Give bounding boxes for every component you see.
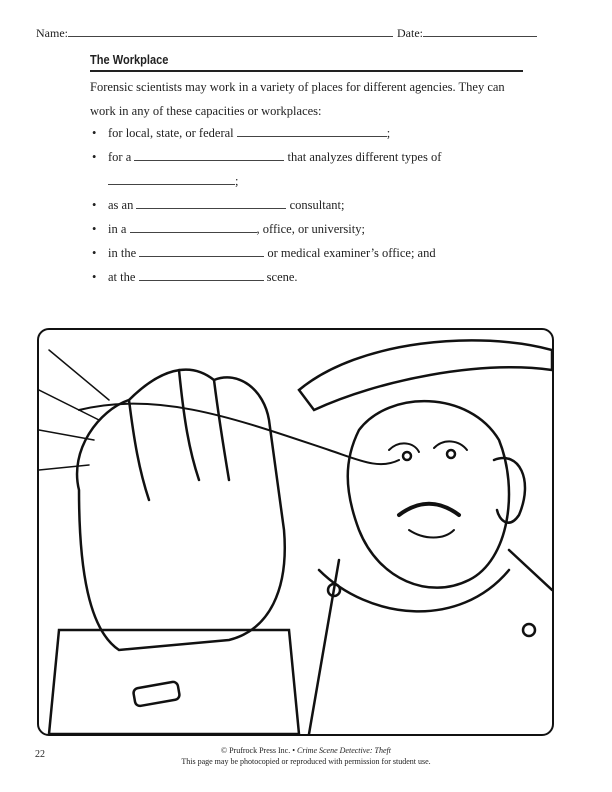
item-text: , office, or university; [256,222,365,236]
item-text: at the [108,270,136,284]
item-text: ; [235,174,239,188]
bullet: • [92,150,97,164]
name-label: Name: [36,26,68,40]
item-text: in a [108,222,127,236]
list-item: in the or medical examiner’s office; and [108,246,436,261]
answer-blank[interactable] [139,246,265,257]
item-text: for a [108,150,132,164]
hat-brim [297,339,552,412]
copyright-line: © Prufrock Press Inc. • Crime Scene Dete… [0,746,612,755]
item-text: in the [108,246,137,260]
book-title: Crime Scene Detective: Theft [297,746,391,755]
copyright: © Prufrock Press Inc. • [221,746,295,755]
answer-blank[interactable] [136,198,287,209]
item-text: or medical examiner’s office; and [267,246,436,260]
list-item-continued: ; [108,174,238,189]
item-text: consultant; [289,198,345,212]
date-field[interactable]: Date: [397,26,537,41]
bullet-casing [132,680,181,708]
list-item: in a , office, or university; [108,222,365,237]
title-rule [90,70,523,72]
bullet: • [92,246,97,260]
item-text: ; [386,126,391,140]
detective-illustration [39,339,552,734]
eyes [388,440,468,453]
item-text: for local, state, or federal [108,126,234,140]
bullet: • [92,222,97,236]
list-item: for a that analyzes different types of [108,150,441,165]
head [346,400,511,589]
bullet: • [92,198,97,212]
date-label: Date: [397,26,423,40]
mustache [397,501,461,517]
item-text: as an [108,198,134,212]
list-item: as an consultant; [108,198,344,213]
ear [492,456,527,524]
sleeve [47,628,301,734]
name-field[interactable]: Name: [36,26,393,41]
bullet: • [92,270,97,284]
answer-blank[interactable] [129,222,257,233]
list-item: for local, state, or federal ; [108,126,390,141]
answer-blank[interactable] [108,174,235,185]
list-item: at the scene. [108,270,298,285]
name-blank[interactable] [68,26,393,37]
section-title: The Workplace [90,52,169,67]
mouth [408,529,455,539]
light-rays [39,349,110,471]
item-text: that analyzes different types of [287,150,442,164]
answer-blank[interactable] [134,150,285,161]
hand [75,368,286,652]
answer-blank[interactable] [236,126,387,137]
intro-line-2: work in any of these capacities or workp… [90,104,322,118]
illustration-frame [37,328,554,736]
bullet: • [92,126,97,140]
page-number: 22 [35,749,45,760]
wire [78,402,400,466]
item-text: scene. [266,270,298,284]
answer-blank[interactable] [138,270,264,281]
permission-line: This page may be photocopied or reproduc… [181,757,431,766]
coat-collar [307,548,552,734]
date-blank[interactable] [423,26,537,37]
intro-line-1: Forensic scientists may work in a variet… [90,80,505,94]
